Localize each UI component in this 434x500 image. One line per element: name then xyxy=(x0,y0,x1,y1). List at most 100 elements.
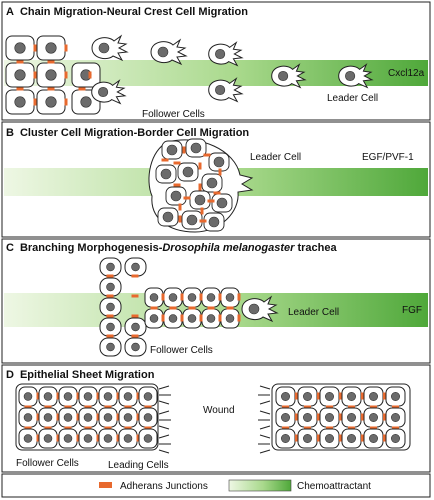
nucleus xyxy=(103,413,113,422)
adherens-junction xyxy=(144,405,152,409)
nucleus xyxy=(45,96,57,108)
adherens-junction xyxy=(36,434,40,442)
adherens-junction xyxy=(64,426,72,430)
adherens-junction xyxy=(295,392,298,400)
nucleus xyxy=(103,434,113,443)
adherens-junction xyxy=(304,405,311,409)
nucleus xyxy=(106,302,115,312)
adherens-junction xyxy=(56,413,60,421)
nucleus xyxy=(149,314,159,323)
adherens-junction xyxy=(56,434,60,442)
adherens-junction xyxy=(78,87,86,91)
adherens-junction xyxy=(169,306,177,310)
adherens-junction xyxy=(218,314,222,322)
nucleus xyxy=(166,144,178,156)
nucleus xyxy=(160,168,172,180)
adherens-junction xyxy=(295,434,298,442)
nucleus xyxy=(131,322,140,332)
panel-c-leader-label: Leader Cell xyxy=(288,307,339,318)
adherens-junction xyxy=(173,183,181,187)
nucleus xyxy=(131,342,140,352)
adherens-junction xyxy=(106,294,114,298)
adherens-junction xyxy=(136,434,140,442)
nucleus xyxy=(187,293,197,302)
adherens-junction xyxy=(178,215,182,223)
nucleus xyxy=(206,177,218,189)
adherens-junction xyxy=(326,426,333,430)
adherens-junction xyxy=(317,392,320,400)
adherens-junction xyxy=(348,405,355,409)
adherens-junction xyxy=(207,306,215,310)
migratory-cell xyxy=(271,63,307,89)
adherens-junction xyxy=(44,426,52,430)
panel-d-leading-label: Leading Cells xyxy=(108,460,169,471)
nucleus xyxy=(106,282,115,292)
adherens-junction xyxy=(33,98,37,106)
nucleus xyxy=(213,156,225,168)
nucleus xyxy=(215,84,226,96)
nucleus xyxy=(23,413,33,422)
nucleus xyxy=(103,392,113,401)
panel-a-cells xyxy=(5,34,374,115)
adherens-junction xyxy=(317,434,320,442)
nucleus xyxy=(225,314,235,323)
migratory-cell xyxy=(338,63,374,89)
migratory-cell xyxy=(91,34,129,62)
adherens-junction xyxy=(326,405,333,409)
adherens-junction xyxy=(218,168,222,176)
nucleus xyxy=(106,322,115,332)
adherens-junction xyxy=(136,413,140,421)
nucleus xyxy=(143,413,153,422)
adherens-junction xyxy=(136,392,140,400)
adherens-junction xyxy=(161,314,165,322)
legend-junction-label: Adherans Junctions xyxy=(120,481,208,492)
legend-chemo-label: Chemoattractant xyxy=(297,481,371,492)
nucleus xyxy=(369,392,378,401)
migratory-cell xyxy=(208,41,244,67)
panel-b-signal-label: EGF/PVF-1 xyxy=(362,152,414,163)
nucleus xyxy=(325,413,334,422)
nucleus xyxy=(80,96,92,108)
nucleus xyxy=(303,434,312,443)
adherens-junction xyxy=(180,314,184,322)
nucleus xyxy=(206,314,216,323)
nucleus xyxy=(225,293,235,302)
adherens-junction xyxy=(64,405,72,409)
migratory-cell xyxy=(208,77,244,103)
adherens-junction xyxy=(182,146,186,154)
nucleus xyxy=(23,392,33,401)
adherens-junction xyxy=(361,392,364,400)
nucleus xyxy=(43,392,53,401)
adherens-junction xyxy=(84,405,92,409)
nucleus xyxy=(325,392,334,401)
adherens-junction xyxy=(392,405,399,409)
adherens-junction xyxy=(131,294,139,298)
adherens-junction xyxy=(96,392,100,400)
adherens-junction xyxy=(383,434,386,442)
adherens-junction xyxy=(183,196,191,200)
adherens-junction xyxy=(106,274,114,278)
nucleus xyxy=(303,392,312,401)
adherens-junction xyxy=(16,87,24,91)
adherens-junction xyxy=(161,293,165,301)
adherens-junction xyxy=(36,392,40,400)
adherens-junction xyxy=(348,426,355,430)
adherens-junction xyxy=(47,60,55,64)
nucleus xyxy=(43,413,53,422)
nucleus xyxy=(281,413,290,422)
nucleus xyxy=(347,392,356,401)
nucleus xyxy=(143,392,153,401)
adherens-junction xyxy=(199,314,203,322)
nucleus xyxy=(106,342,115,352)
nucleus xyxy=(14,42,26,54)
nucleus xyxy=(63,434,73,443)
nucleus xyxy=(303,413,312,422)
nucleus xyxy=(98,42,110,54)
nucleus xyxy=(325,434,334,443)
nucleus xyxy=(347,413,356,422)
adherens-junction xyxy=(383,413,386,421)
